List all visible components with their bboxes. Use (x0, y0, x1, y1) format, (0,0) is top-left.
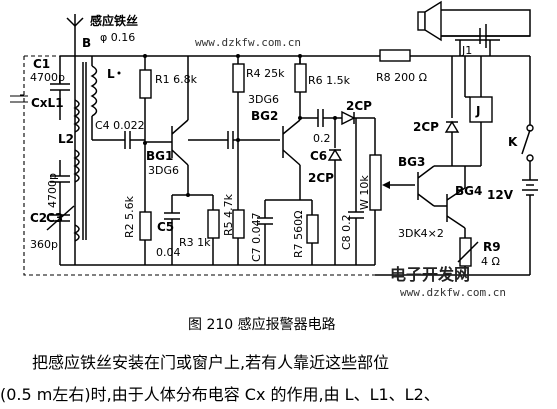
l2-label: L2 (58, 132, 74, 146)
antenna-title: 感应铁丝 (90, 13, 138, 28)
supply-voltage: 12V (487, 188, 514, 202)
bg4-label: BG4 (455, 184, 482, 198)
label-b: B (82, 36, 91, 50)
c1-label: C1 (33, 57, 50, 71)
bg1-type: 3DG6 (148, 164, 179, 177)
l3-coil (73, 224, 80, 242)
bg2-type: 3DG6 (248, 93, 279, 106)
watermark-logo: 电子开发网 (390, 265, 470, 284)
c4-label: C4 0.022 (95, 119, 145, 132)
r5-label: R5 4.7k (222, 193, 235, 236)
bg3-transistor (417, 165, 435, 207)
r4-label: R4 25k (246, 67, 285, 80)
watermark-url-top: www.dzkfw.com.cn (195, 36, 301, 49)
r6-resistor (294, 63, 307, 93)
battery-icon (522, 179, 538, 196)
bg4-transistor (434, 187, 466, 229)
c3-variable-capacitor (46, 205, 75, 265)
c2-value: 4700p (46, 173, 59, 208)
enclosure-dashed-line (23, 55, 375, 276)
bg1-label: BG1 (146, 149, 173, 163)
c1-capacitor (50, 56, 70, 120)
bg3-label: BG3 (398, 155, 425, 169)
r3-resistor (207, 209, 220, 239)
c2-label: C2 (30, 211, 47, 225)
r9-label: R9 (483, 240, 501, 254)
l-coil (90, 65, 98, 117)
figure-caption: 图 210 感应报警器电路 (188, 316, 336, 333)
bg2-label: BG2 (251, 109, 278, 123)
paragraph-line-1: 把感应铁丝安装在门或窗户上,若有人靠近这些部位 (32, 353, 389, 372)
relay-j-label: J (475, 104, 480, 118)
c7-label: C7 0.047 (250, 212, 263, 262)
l-label: L (107, 67, 115, 81)
w-potentiometer (369, 154, 382, 211)
antenna-spec: φ 0.16 (100, 31, 135, 44)
bg1-transistor (145, 56, 189, 195)
l2-coil (73, 149, 80, 183)
paragraph-line-2: (0.5 m左右)时,由于人体分布电容 Cx 的作用,由 L、L1、L2、 (0, 385, 440, 404)
d3-label: 2CP (413, 120, 439, 134)
speaker-icon (417, 0, 442, 42)
r8-label: R8 200 Ω (376, 71, 427, 84)
r9-resistor (459, 237, 472, 267)
r4-resistor (232, 63, 245, 93)
relay-j (469, 96, 493, 123)
d1-diode (341, 110, 356, 126)
w-label: W 10k (358, 175, 371, 210)
l1-coil (73, 99, 80, 133)
c5-value: 0.04 (156, 246, 181, 259)
bg-type-label: 3DK4×2 (398, 227, 444, 240)
r7-resistor (306, 214, 319, 244)
r1-label: R1 6.8k (155, 73, 198, 86)
c6-value: 0.2 (313, 132, 331, 145)
d2-diode (327, 118, 343, 265)
c8-label: C8 0.2 (340, 214, 353, 250)
r6-label: R6 1.5k (308, 74, 351, 87)
watermark-url-bottom: www.dzkfw.com.cn (400, 286, 506, 299)
r8-resistor (379, 49, 411, 62)
d3-diode (444, 56, 460, 166)
d2-label: 2CP (308, 171, 334, 185)
r1-resistor (139, 69, 152, 99)
cx-capacitor (10, 94, 28, 103)
c6-label: C6 (310, 149, 327, 163)
c3-value: 360p (30, 238, 58, 251)
antenna (66, 14, 84, 34)
r9-value: 4 Ω (481, 255, 500, 268)
k-switch (521, 124, 534, 162)
c5-label: C5 (157, 220, 174, 234)
r7-label: R7 560Ω (292, 210, 305, 258)
c2-capacitor (50, 160, 70, 205)
k-label: K (508, 135, 518, 149)
r3-label: R3 1k (179, 236, 211, 249)
d1-label: 2CP (346, 99, 372, 113)
c1-value: 4700p (30, 71, 65, 84)
r2-label: R2 5.6k (123, 195, 136, 238)
r2-resistor (139, 211, 152, 241)
j1-label: J1 (461, 44, 472, 57)
cx-l1-label: CxL1 (31, 96, 64, 110)
